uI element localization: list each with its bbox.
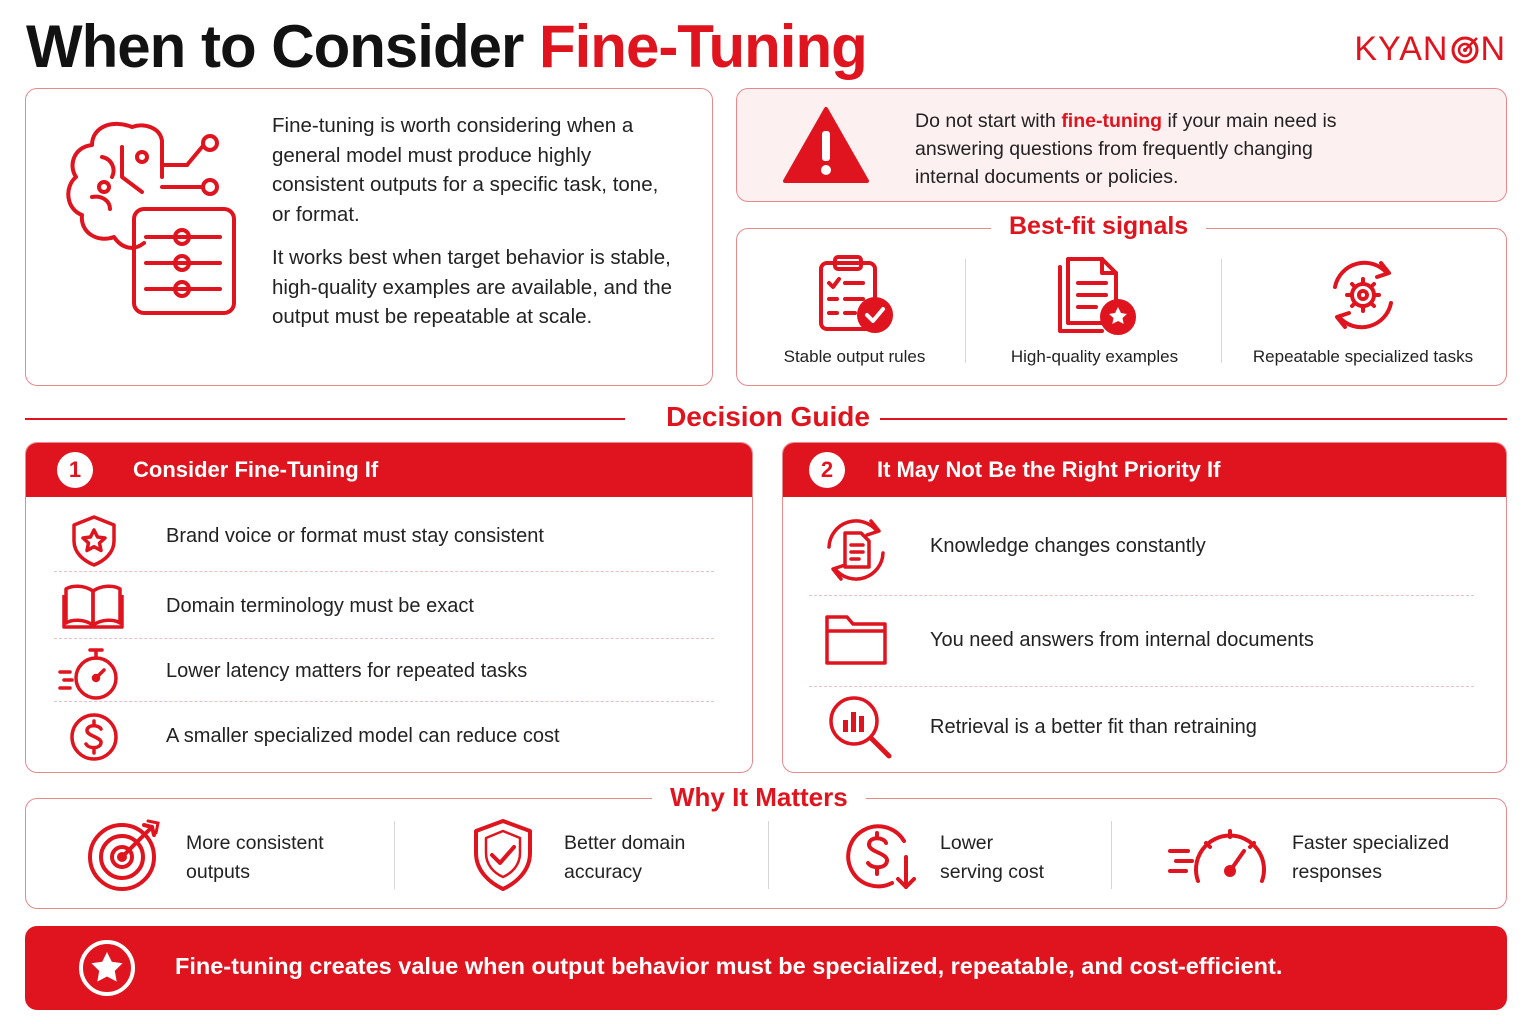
folder-icon [825,615,887,665]
divider-line [25,418,625,420]
book-icon [62,584,124,629]
target-icon [88,819,160,891]
list-item-text: Domain terminology must be exact [166,595,474,617]
signal-stable-output: Stable output rules [757,251,952,371]
document-refresh-icon [827,519,885,581]
logo-target-icon [1451,36,1479,63]
benefit-line-1: Better domain [564,832,686,854]
intro-paragraph-1: Fine-tuning is worth considering when a … [272,114,659,226]
intro-card: Fine-tuning is worth considering when a … [25,88,713,386]
benefit-domain-accuracy: Better domain accuracy [470,815,770,895]
intro-paragraph-2: It works best when target behavior is st… [272,246,673,328]
divider [1111,821,1112,889]
benefit-line-2: outputs [186,861,250,883]
list-item: Brand voice or format must stay consiste… [26,503,752,573]
speedometer-icon [1168,829,1266,883]
clipboard-check-icon [818,255,893,333]
list-item-text: Brand voice or format must stay consiste… [166,525,544,547]
signal-label: Stable output rules [783,347,926,366]
signal-repeatable: Repeatable specialized tasks [1237,251,1489,371]
banner-text: Fine-tuning creates value when output be… [175,953,1283,979]
divider-line [880,418,1507,420]
benefit-serving-cost: Lower serving cost [844,815,1104,895]
shield-check-icon [474,819,532,891]
dollar-circle-icon [70,713,118,761]
warning-text: Do not start with fine-tuning if your ma… [915,107,1375,191]
list-item: Domain terminology must be exact [26,573,752,639]
title-highlight: Fine-Tuning [538,13,868,80]
consider-panel: 1 Consider Fine-Tuning If Brand voice or… [25,442,753,773]
gear-cycle-icon [1333,260,1393,330]
shield-star-icon [72,515,116,567]
divider [394,821,395,889]
not-priority-panel-header: 2 It May Not Be the Right Priority If [783,443,1506,497]
list-item: You need answers from internal documents [783,597,1506,687]
why-it-matters-card: Why It Matters More consistent outputs B… [25,782,1507,909]
list-item-text: Knowledge changes constantly [930,535,1206,557]
magnifier-chart-icon [829,696,892,759]
benefit-line-2: accuracy [564,861,643,883]
stopwatch-icon [58,648,118,700]
warning-text-before: Do not start with [915,110,1062,132]
kyanon-logo: KYAN N [1354,30,1506,69]
dollar-down-icon [846,824,916,889]
best-fit-title: Best-fit signals [991,212,1207,241]
title-main: When to Consider [26,13,524,80]
row-divider [54,638,714,639]
list-item: Retrieval is a better fit than retrainin… [783,688,1506,772]
intro-text: Fine-tuning is worth considering when a … [272,111,672,332]
page-title: When to Consider Fine-Tuning [26,12,868,81]
list-item-text: You need answers from internal documents [930,629,1314,651]
divider [768,821,769,889]
consider-panel-title: Consider Fine-Tuning If [133,457,379,482]
brain-settings-icon [62,117,252,322]
benefit-line-1: More consistent [186,832,324,854]
list-item-text: A smaller specialized model can reduce c… [166,725,560,747]
not-priority-panel-title: It May Not Be the Right Priority If [877,457,1221,482]
benefit-faster-responses: Faster specialized responses [1166,815,1486,895]
signal-high-quality: High-quality examples [982,251,1207,371]
decision-guide-title: Decision Guide [666,401,870,432]
warning-triangle-icon [781,105,871,190]
benefit-line-2: responses [1292,861,1382,883]
step-number-badge: 1 [57,452,93,488]
benefit-line-1: Lower [940,832,994,854]
warning-card: Do not start with fine-tuning if your ma… [736,88,1507,202]
not-priority-panel: 2 It May Not Be the Right Priority If Kn… [782,442,1507,773]
best-fit-card: Best-fit signals Stable output rules Hig… [736,212,1507,386]
star-circle-icon [79,940,135,996]
benefit-line-1: Faster specialized [1292,832,1450,854]
why-it-matters-title: Why It Matters [652,782,866,813]
benefit-line-2: serving cost [940,861,1045,883]
signal-label: Repeatable specialized tasks [1252,347,1474,366]
step-number-badge: 2 [809,452,845,488]
list-item-text: Retrieval is a better fit than retrainin… [930,716,1257,738]
row-divider [54,571,714,572]
list-item: Lower latency matters for repeated tasks [26,640,752,704]
consider-panel-header: 1 Consider Fine-Tuning If [26,443,752,497]
row-divider [54,701,714,702]
warning-text-after: if your main need is answering questions… [915,110,1337,188]
row-divider [809,595,1474,596]
list-item-text: Lower latency matters for repeated tasks [166,660,528,682]
divider [965,259,966,363]
document-star-icon [1057,257,1136,335]
divider [1221,259,1222,363]
summary-banner: Fine-tuning creates value when output be… [25,926,1507,1010]
benefit-consistent-outputs: More consistent outputs [86,815,396,895]
logo-text-tail: N [1480,30,1506,68]
signal-label: High-quality examples [1010,347,1179,366]
warning-highlight: fine-tuning [1061,110,1163,132]
list-item: A smaller specialized model can reduce c… [26,703,752,771]
row-divider [809,686,1474,687]
logo-text: KYAN [1354,30,1449,68]
list-item: Knowledge changes constantly [783,503,1506,597]
